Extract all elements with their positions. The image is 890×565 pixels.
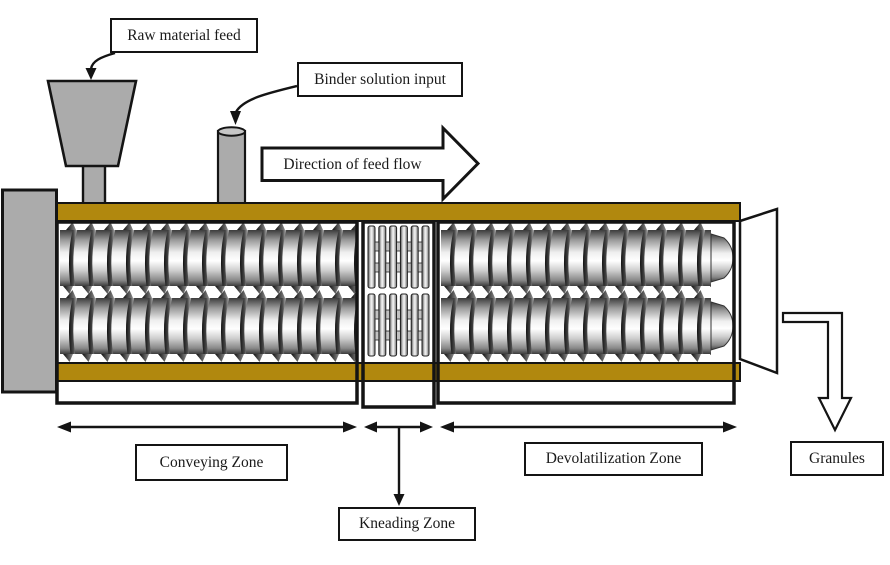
binder-connector-arrow (230, 84, 298, 125)
bottom-screw-conveying (60, 290, 356, 362)
feed-hopper (46, 79, 138, 208)
top-screw-conveying (60, 222, 356, 294)
raw-feed-connector-arrow (85, 51, 116, 80)
devolatilization-span-arrow (440, 421, 737, 433)
conveying-span-arrow (57, 421, 357, 433)
direction-of-feed-flow-label: Direction of feed flow (283, 155, 422, 173)
feed-flow-arrow (260, 124, 481, 203)
granules-arrow (781, 311, 853, 433)
barrel-top-wall (56, 202, 741, 222)
kneading-discs-bottom (367, 293, 430, 357)
kneading-discs-top (367, 225, 430, 289)
kneading-zone-label: Kneading Zone (338, 507, 476, 541)
top-screw-devolatilization (441, 222, 734, 294)
die-opening (738, 207, 779, 375)
screw-tip-cone (710, 301, 734, 351)
binder-solution-input-label: Binder solution input (297, 62, 463, 97)
drive-motor-block (1, 188, 58, 394)
conveying-zone-outline (55, 220, 359, 405)
barrel-bottom-wall (56, 362, 741, 382)
binder-port-cylinder (216, 126, 247, 206)
bottom-screw-devolatilization (441, 290, 734, 362)
conveying-zone-label: Conveying Zone (135, 444, 288, 481)
devolatilization-zone-label: Devolatilization Zone (524, 442, 703, 476)
raw-material-feed-label: Raw material feed (110, 18, 258, 53)
granules-label: Granules (790, 441, 884, 476)
kneading-zone-outline (361, 220, 436, 409)
screw-tip-cone (710, 233, 734, 283)
devolatilization-zone-outline (436, 220, 736, 405)
kneading-pointer-arrow (393, 427, 405, 506)
